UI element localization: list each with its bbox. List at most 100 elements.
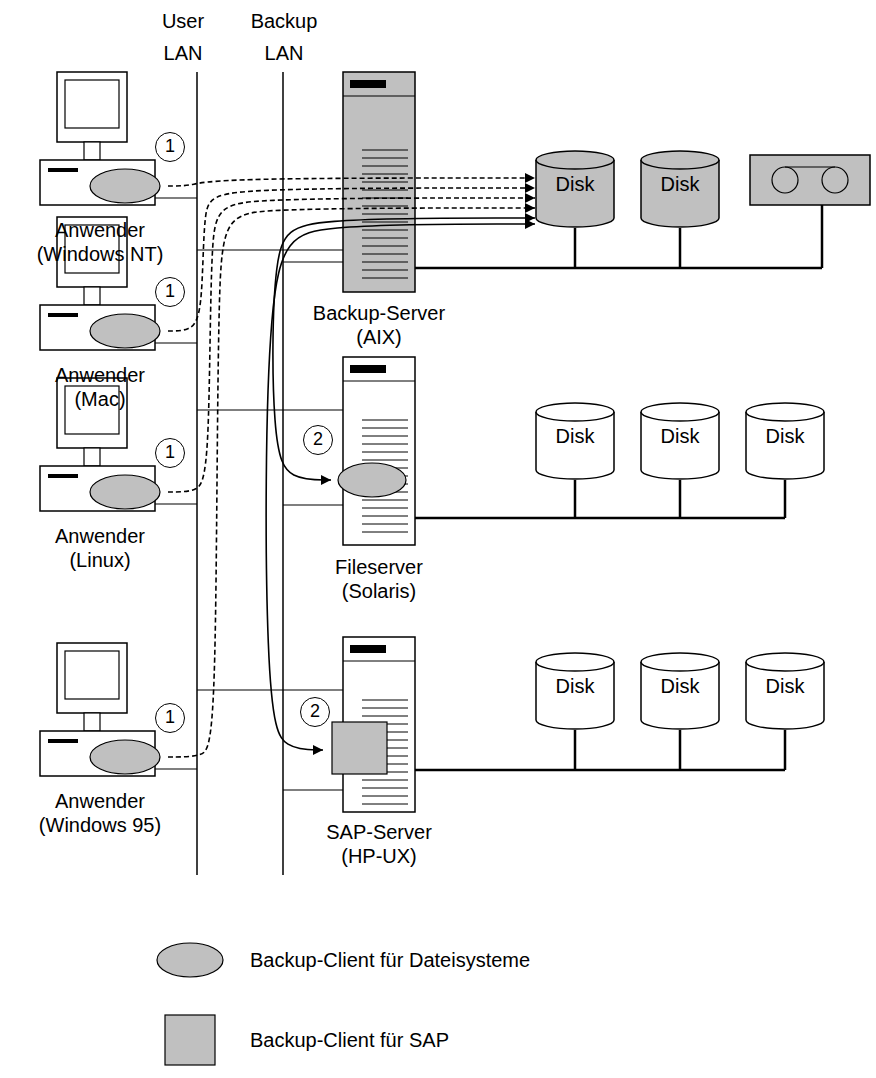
callout-number: 1 [155, 277, 185, 307]
server-node: SAP-Server (HP-UX) [323, 637, 435, 868]
storage-bus [415, 730, 785, 770]
network-wire [283, 789, 343, 790]
tape-drive [750, 155, 870, 205]
tower-case [343, 72, 415, 292]
drive-slot [48, 313, 78, 317]
network-label: Backup LAN [248, 5, 320, 69]
backup-client-ellipse [90, 314, 160, 348]
workstation-node: Anwender (Windows NT) [32, 72, 168, 266]
connector-arrow [168, 178, 535, 186]
tower-case [343, 357, 415, 545]
disk-top [536, 653, 614, 671]
storage-bus [415, 205, 822, 268]
callout-number: 2 [300, 697, 330, 727]
callout-text: 1 [156, 278, 184, 305]
node-label: SAP-Server (HP-UX) [323, 820, 435, 868]
server-tower [343, 72, 415, 292]
disk-top [746, 403, 824, 421]
network-wire [155, 342, 197, 343]
legend-ellipse-sample [157, 943, 223, 977]
callout-text: 1 [156, 439, 184, 466]
monitor-stand [84, 287, 100, 305]
sap-client-square [332, 722, 387, 774]
tape-band [785, 166, 835, 167]
drive-slot [48, 474, 78, 478]
node-label: Anwender (Mac) [32, 363, 168, 411]
network-wire [197, 689, 343, 690]
node-label: Anwender (Linux) [32, 524, 168, 572]
disk-top [641, 151, 719, 169]
callout-text: 1 [156, 704, 184, 731]
legend-text: Backup-Client für Dateisysteme [250, 948, 530, 972]
node-label: Fileserver (Solaris) [331, 555, 427, 603]
screen [65, 651, 119, 699]
callout-number: 2 [303, 425, 333, 455]
connector-arrow [266, 224, 535, 750]
backup-client-ellipse [90, 169, 160, 203]
workstation-node: Anwender (Mac) [32, 217, 168, 411]
storage-bus [415, 480, 785, 518]
disk-cylinder: Disk [535, 652, 615, 730]
network-wire [283, 504, 343, 505]
disk-label: Disk [640, 402, 720, 448]
backup-client-ellipse [338, 463, 406, 497]
network-wire [155, 768, 197, 769]
server-node: Backup-Server (AIX) [309, 72, 449, 349]
disk-cylinder: Disk [640, 150, 720, 228]
legend-entry: Backup-Client für SAP [250, 1028, 449, 1052]
disk-label: Disk [535, 402, 615, 448]
callout-text: 1 [156, 133, 184, 160]
connector-arrow [168, 198, 535, 492]
disk-top [641, 653, 719, 671]
callout-text: 2 [304, 426, 332, 453]
panel-line [343, 381, 415, 382]
tape-case [750, 155, 870, 205]
disk-label: Disk [745, 402, 825, 448]
disk-cylinder: Disk [535, 150, 615, 228]
panel-line [343, 661, 415, 662]
server-tower [332, 637, 415, 812]
connector-arrow [273, 218, 535, 480]
drive-slot [48, 168, 78, 172]
disk-label: Disk [535, 150, 615, 196]
server-tower [338, 357, 415, 545]
network-wire [155, 197, 197, 198]
callout-number: 1 [155, 438, 185, 468]
tape-reel [822, 167, 848, 193]
disk-top [536, 403, 614, 421]
server-node: Fileserver (Solaris) [331, 357, 427, 603]
disk-top [536, 151, 614, 169]
network-wire [197, 409, 343, 410]
label-box: Backup LAN [248, 5, 320, 69]
workstation-icon [40, 643, 197, 776]
workstation-icon [40, 72, 197, 205]
backup-lan-line [282, 72, 284, 875]
disk-label: Disk [640, 652, 720, 698]
disk-cylinder: Disk [640, 402, 720, 480]
monitor-stand [84, 448, 100, 466]
disk-top [641, 403, 719, 421]
workstation-node: Anwender (Windows 95) [32, 643, 168, 837]
monitor [57, 643, 127, 713]
legend-text: Backup-Client für SAP [250, 1028, 449, 1052]
disk-cylinder: Disk [535, 402, 615, 480]
tape-reel [772, 167, 798, 193]
drive-slot [48, 739, 78, 743]
callout-text: 2 [301, 698, 329, 725]
network-label: User LAN [147, 5, 219, 69]
user-lan-line [196, 72, 198, 875]
node-label: Anwender (Windows 95) [32, 789, 168, 837]
disk-label: Disk [745, 652, 825, 698]
monitor [57, 72, 127, 142]
callout-number: 1 [155, 132, 185, 162]
disk-label: Disk [640, 150, 720, 196]
backup-client-ellipse [90, 475, 160, 509]
drive-bay [350, 645, 386, 653]
monitor-stand [84, 713, 100, 731]
screen [65, 80, 119, 128]
disk-cylinder: Disk [640, 652, 720, 730]
label-box: User LAN [147, 5, 219, 69]
drive-bay [350, 365, 386, 373]
